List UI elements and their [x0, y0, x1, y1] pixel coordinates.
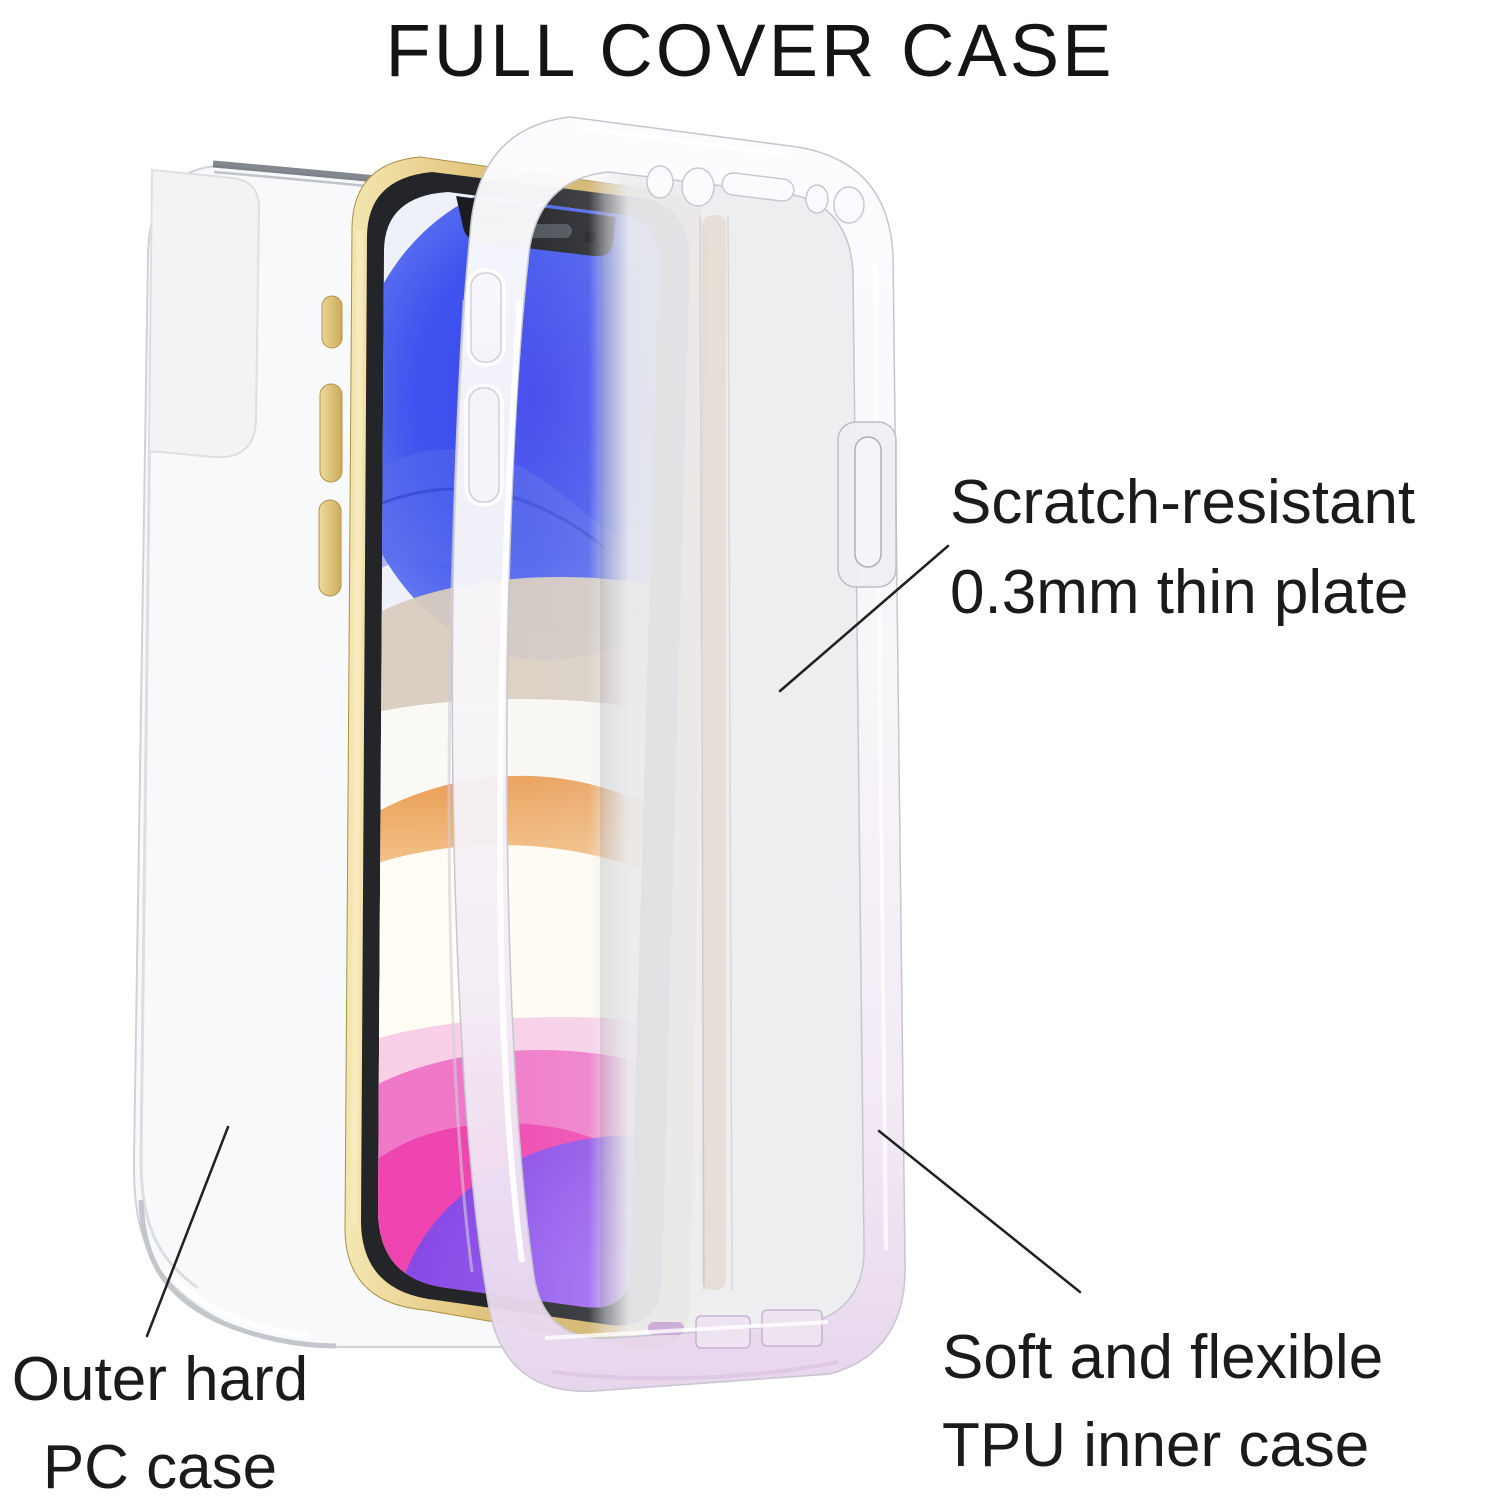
tpu-left-button-cover [466, 268, 506, 367]
annotation-outer-case: Outer hard PC case [0, 1336, 320, 1500]
tpu-top-cutouts [646, 165, 865, 224]
leader-line-inner-case [877, 1129, 1082, 1294]
tpu-left-button-cover [464, 383, 504, 507]
annotation-lines [145, 544, 1082, 1338]
leader-line-outer-case [145, 1125, 230, 1338]
leader-line-scratch-plate [778, 544, 950, 693]
annotation-inner-case: Soft and flexible TPU inner case [942, 1314, 1383, 1490]
annotation-scratch-plate-line2: 0.3mm thin plate [950, 558, 1409, 627]
page-title: FULL COVER CASE [385, 9, 1115, 92]
annotation-scratch-plate-line1: Scratch-resistant [950, 468, 1416, 537]
phone-mute-switch [321, 295, 343, 349]
tpu-case-illustration [447, 116, 906, 1392]
annotation-inner-case-line2: TPU inner case [942, 1411, 1370, 1480]
phone-volume-up-button [319, 383, 343, 483]
phone-volume-down-button [318, 499, 342, 597]
tpu-bottom-cutouts [544, 1309, 839, 1381]
annotation-outer-case-line1: Outer hard [11, 1345, 309, 1414]
tpu-power-button-cover [837, 421, 897, 588]
annotation-outer-case-line2: PC case [42, 1433, 278, 1500]
annotation-inner-case-line1: Soft and flexible [942, 1323, 1384, 1392]
annotation-scratch-plate: Scratch-resistant 0.3mm thin plate [950, 458, 1415, 638]
